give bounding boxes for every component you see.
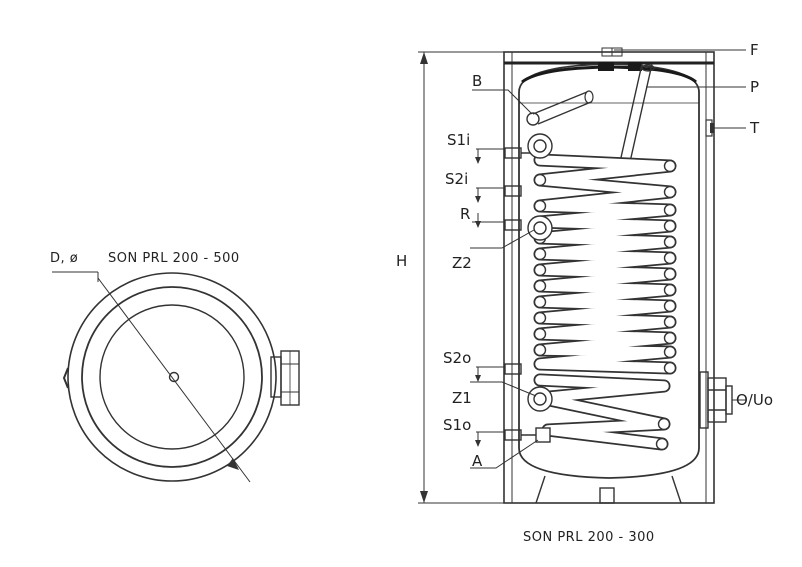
label-a: A (472, 452, 483, 470)
outer-casing-circle (67, 272, 277, 482)
tank-circle (99, 304, 245, 450)
label-z2: Z2 (452, 254, 472, 272)
side-view-caption: SON PRL 200 - 300 (523, 530, 655, 545)
fitting-p-top (628, 62, 642, 71)
top-view: D, ø SON PRL 200 - 500 (50, 251, 300, 483)
label-s2i: S2i (445, 170, 468, 188)
diameter-arrow (227, 458, 239, 470)
tank-base (535, 475, 682, 504)
diameter-line (97, 277, 251, 483)
label-s1o: S1o (443, 416, 471, 434)
tank-body (518, 63, 700, 479)
side-flange (270, 350, 300, 406)
height-arrow-bottom (420, 491, 428, 503)
label-p: P (750, 78, 759, 96)
heating-coils (533, 153, 677, 451)
label-b: B (472, 72, 482, 90)
height-label: H (396, 252, 407, 270)
leader-arrows (475, 157, 481, 447)
o-uo-flange (699, 371, 733, 429)
center-flange-mark (168, 371, 180, 383)
insulation-circle (81, 286, 263, 468)
b-fitting (526, 112, 540, 126)
label-f: F (750, 41, 759, 59)
label-s1i: S1i (447, 131, 470, 149)
label-r: R (460, 205, 470, 223)
label-t: T (749, 119, 760, 137)
top-view-caption: SON PRL 200 - 500 (108, 251, 240, 266)
left-mark (62, 367, 69, 389)
side-view: H (396, 41, 773, 545)
label-s2o: S2o (443, 349, 471, 367)
sensor-wells (527, 133, 553, 443)
diameter-label: D, ø (50, 251, 78, 266)
label-o-uo: O/Uo (736, 391, 773, 409)
height-arrow-top (420, 52, 428, 64)
fitting-f-top (598, 62, 614, 71)
label-z1: Z1 (452, 389, 472, 407)
